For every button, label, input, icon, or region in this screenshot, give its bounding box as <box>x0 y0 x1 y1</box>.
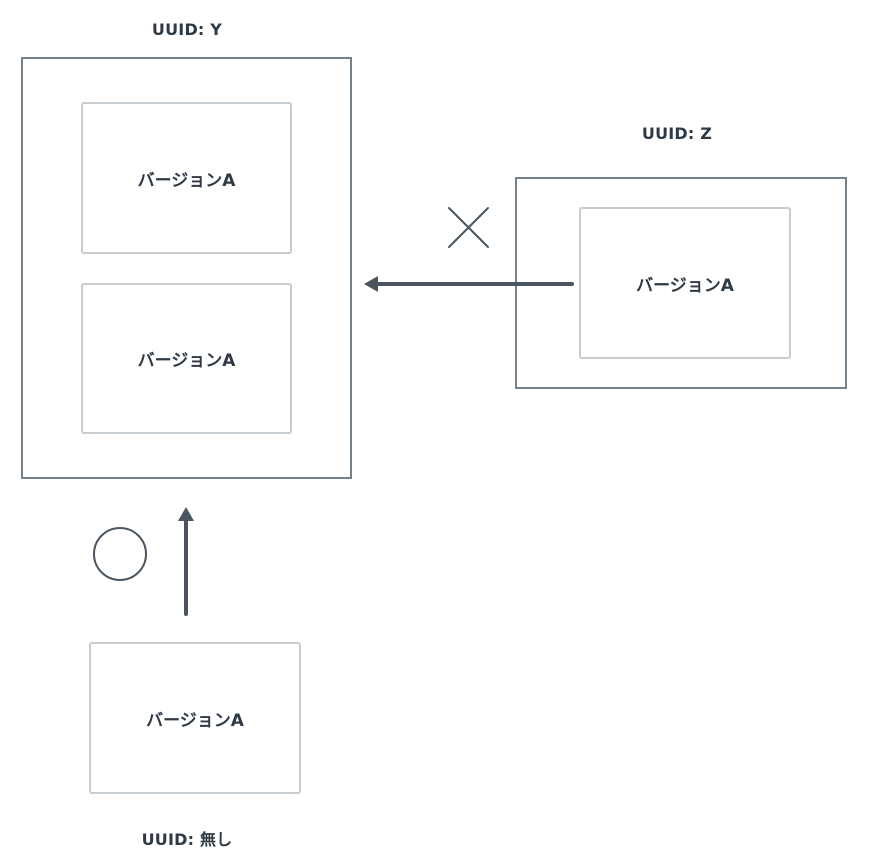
standalone-item: バージョンA <box>89 642 301 794</box>
container-y-item-2: バージョンA <box>81 283 292 434</box>
container-y-item-1-label: バージョンA <box>137 170 236 191</box>
container-z-label: UUID: Z <box>641 124 713 143</box>
arrow-z-to-y <box>364 276 574 292</box>
container-z-item-1-label: バージョンA <box>636 275 734 296</box>
container-z-item-1: バージョンA <box>579 207 791 359</box>
arrow-none-to-y <box>178 507 194 616</box>
container-y-item-1: バージョンA <box>81 102 292 254</box>
standalone-label: UUID: 無し <box>141 830 233 849</box>
cross-icon <box>448 207 489 248</box>
container-y-item-2-label: バージョンA <box>137 351 236 371</box>
circle-icon <box>93 527 147 581</box>
container-y-label: UUID: Y <box>151 20 223 39</box>
standalone-item-label: バージョンA <box>146 710 244 731</box>
